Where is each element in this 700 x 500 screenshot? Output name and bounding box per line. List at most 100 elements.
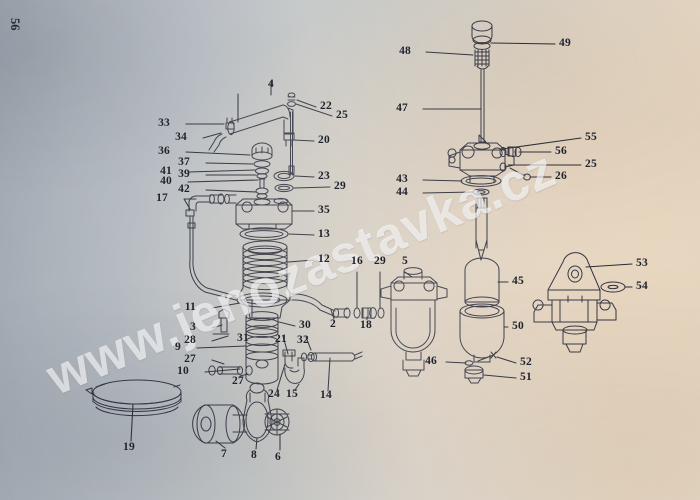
callout-43: 43: [396, 173, 408, 185]
part-49-knob: [471, 20, 493, 50]
callout-33: 33: [158, 117, 170, 129]
part-2-fuel-line: [289, 293, 351, 319]
part-45-filter-element: [464, 257, 500, 308]
part-13-oring: [239, 227, 289, 241]
part-36-cap-nut: [251, 142, 273, 161]
part-53-fuel-pump: [532, 252, 617, 353]
callout-19: 19: [123, 441, 135, 453]
callout-29: 29: [334, 180, 346, 192]
callout-27: 27: [232, 375, 244, 387]
part-37-washer: [253, 160, 271, 168]
callout-51: 51: [520, 371, 532, 383]
callout-3: 3: [190, 321, 196, 333]
callout-56: 56: [555, 145, 567, 157]
callout-48: 48: [399, 45, 411, 57]
callout-32: 32: [297, 334, 309, 346]
callout-16: 16: [351, 255, 363, 267]
callout-44: 44: [396, 186, 408, 198]
part-6-timing-gear: [264, 408, 290, 436]
callout-31: 31: [237, 332, 249, 344]
part-47-lower-stem: [475, 197, 488, 261]
part-26-bolt: [509, 167, 531, 181]
callout-28: 28: [184, 334, 196, 346]
callout-4: 4: [268, 78, 274, 90]
callout-42: 42: [178, 183, 190, 195]
callout-55: 55: [585, 131, 597, 143]
callout-52: 52: [520, 356, 532, 368]
callout-23: 23: [318, 170, 330, 182]
part-35-pump-housing: [235, 197, 293, 230]
callout-22: 22: [320, 100, 332, 112]
callout-27: 27: [184, 353, 196, 365]
part-5-filter-housing: [380, 267, 448, 377]
callout-30: 30: [299, 319, 311, 331]
callout-6: 6: [275, 451, 281, 463]
part-17-elbow-fittings: [185, 193, 237, 301]
part-18-union: [361, 307, 377, 319]
callout-5: 5: [402, 255, 408, 267]
callout-15: 15: [286, 388, 298, 400]
part-48-spring: [474, 49, 490, 70]
callout-9: 9: [175, 341, 181, 353]
callout-37: 37: [178, 156, 190, 168]
callout-39: 39: [178, 168, 190, 180]
callout-35: 35: [318, 204, 330, 216]
callout-8: 8: [251, 449, 257, 461]
part-14-shaft: [300, 351, 363, 363]
callout-34: 34: [175, 131, 187, 143]
part-4-fuel-pipe: [208, 104, 295, 153]
callout-49: 49: [559, 37, 571, 49]
part-7-crank-web: [192, 404, 248, 444]
leader-lines: [130, 42, 633, 451]
callout-10: 10: [177, 365, 189, 377]
callout-53: 53: [636, 257, 648, 269]
part-50-filter-bowl: [459, 303, 505, 363]
callout-40: 40: [160, 175, 172, 187]
callout-45: 45: [512, 275, 524, 287]
part-30-piston-rings: [245, 311, 279, 338]
page-number: 56: [8, 18, 22, 31]
callout-2: 2: [330, 318, 336, 330]
callout-7: 7: [221, 448, 227, 460]
part-47-long-rod: [478, 69, 487, 143]
callout-13: 13: [318, 228, 330, 240]
callout-25: 25: [336, 109, 348, 121]
part-19-coiled-hose: [85, 379, 182, 417]
part-51-drain-plug: [464, 365, 484, 384]
part-23-ring: [273, 170, 295, 182]
callout-25: 25: [585, 158, 597, 170]
part-54-gasket: [600, 281, 626, 293]
part-11-gasket: [236, 292, 288, 308]
callout-21: 21: [275, 333, 287, 345]
part-52-clip: [477, 351, 497, 362]
part-44-washer: [472, 188, 490, 196]
callout-11: 11: [184, 301, 196, 313]
part-43-oring: [460, 175, 502, 187]
callout-41: 41: [160, 165, 172, 177]
callout-17: 17: [156, 192, 168, 204]
callout-12: 12: [318, 253, 330, 265]
callout-24: 24: [268, 388, 280, 400]
callout-18: 18: [360, 319, 372, 331]
part-55-fastener: [499, 146, 507, 158]
part-33-banjo-bolt: [225, 117, 235, 130]
part-39-ring: [256, 173, 268, 179]
part-29-washer-right: [377, 307, 385, 319]
part-10-wrist-pin: [208, 365, 253, 376]
part-3-bracket: [212, 308, 230, 335]
callout-20: 20: [318, 134, 330, 146]
part-29-oring: [274, 183, 294, 193]
part-9-piston: [245, 335, 279, 385]
callout-26: 26: [555, 170, 567, 182]
callout-14: 14: [320, 389, 332, 401]
callout-50: 50: [512, 320, 524, 332]
callout-54: 54: [636, 280, 648, 292]
part-16-fitting: [353, 307, 361, 319]
part-40-plunger: [258, 178, 266, 189]
callout-47: 47: [396, 102, 408, 114]
callout-36: 36: [158, 145, 170, 157]
part-12-finned-cylinder: [239, 240, 291, 319]
callout-29: 29: [374, 255, 386, 267]
